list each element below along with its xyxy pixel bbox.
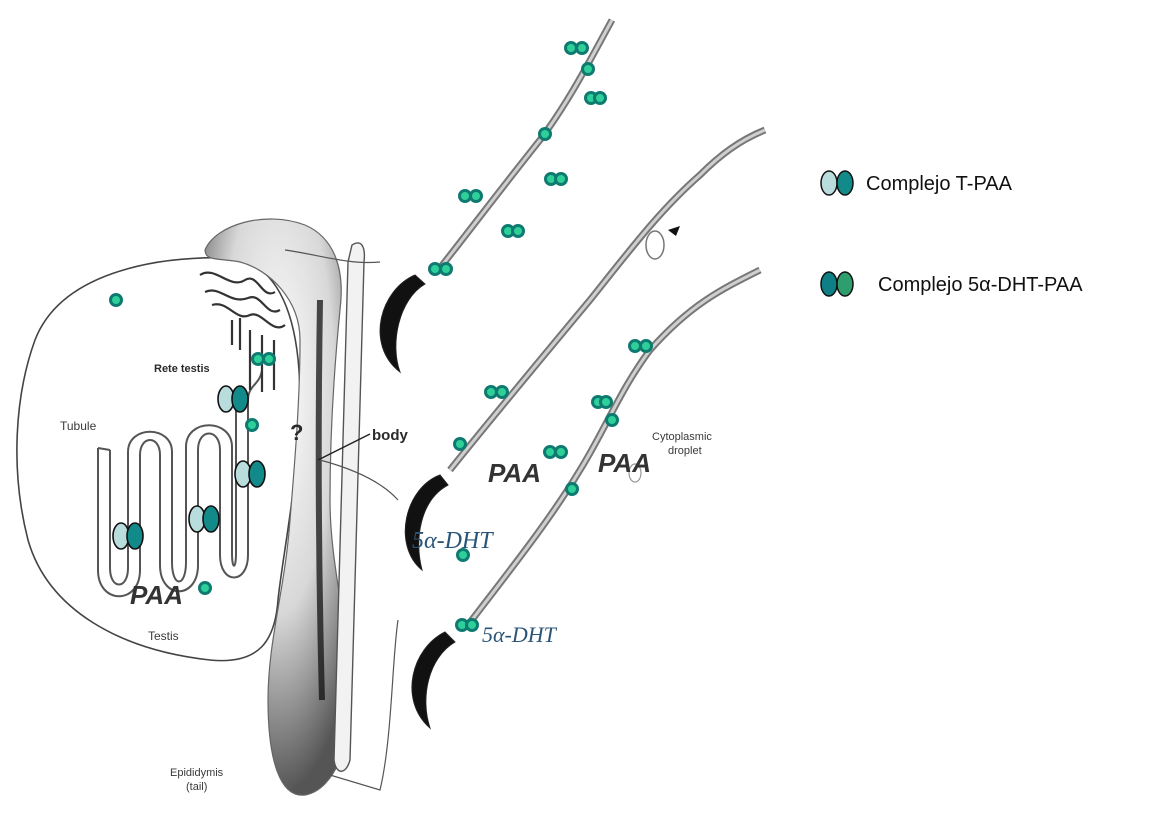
label-droplet: droplet [668,445,702,457]
legend-item-t-paa: Complejo T-PAA [821,171,1013,195]
label-tubule: Tubule [60,419,97,433]
label-cytoplasmic: Cytoplasmic [652,431,712,443]
label-body: body [372,427,408,444]
rete-testis [200,273,285,392]
epididymis [205,219,351,795]
legend-swatch-left [821,272,837,296]
legend-label-5a-dht-paa: Complejo 5α-DHT-PAA [878,274,1083,296]
label-epididymis: Epididymis [170,767,224,779]
legend-item-5a-dht-paa: Complejo 5α-DHT-PAA [821,272,1083,296]
label-question-mark: ? [290,420,303,445]
label-dht-2: 5α-DHT [482,622,558,647]
legend-label-t-paa: Complejo T-PAA [866,173,1013,195]
sperm-cells [380,20,765,728]
legend-swatch-left [821,171,837,195]
label-paa-testis: PAA [130,580,183,610]
label-paa-sperm-2: PAA [598,448,651,478]
label-epididymis-tail: (tail) [186,781,207,793]
label-rete-testis: Rete testis [154,363,210,375]
legend-swatch-right [837,272,853,296]
label-paa-sperm-1: PAA [488,458,541,488]
label-testis: Testis [148,629,179,643]
label-dht-1: 5α-DHT [412,528,494,554]
legend-swatch-right [837,171,853,195]
t-paa-complex-markers [113,386,265,549]
legend: Complejo T-PAA Complejo 5α-DHT-PAA [821,171,1083,296]
